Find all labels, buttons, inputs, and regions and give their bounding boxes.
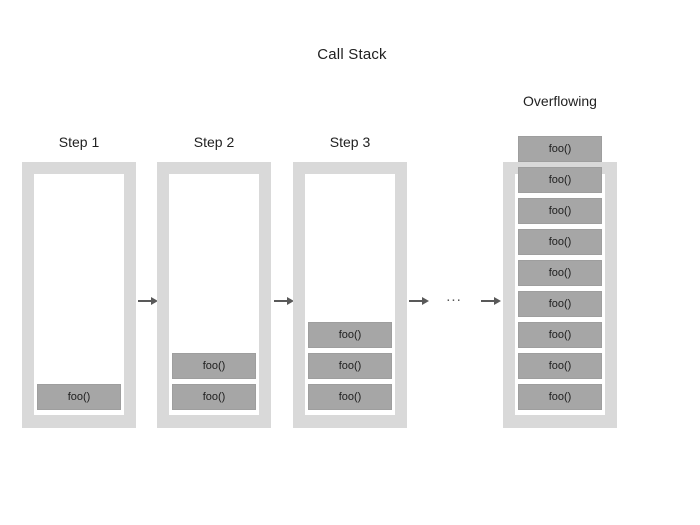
- stack-frame: foo(): [518, 384, 602, 410]
- frame-label: foo(): [548, 298, 572, 310]
- frame-label: foo(): [548, 391, 572, 403]
- stack-container: [157, 162, 271, 428]
- arrow-right-icon: [274, 294, 294, 308]
- frame-label: foo(): [548, 267, 572, 279]
- column-label-overflowing: Overflowing: [523, 93, 597, 109]
- stack-frame: foo(): [172, 384, 256, 410]
- frame-label: foo(): [202, 391, 226, 403]
- stack-frame: foo(): [518, 229, 602, 255]
- stack-frames: foo() foo() foo() foo() foo() foo() foo() foo()…: [503, 0, 617, 525]
- stack-frame: foo(): [518, 291, 602, 317]
- frame-label: foo(): [548, 360, 572, 372]
- stack-frame: foo(): [308, 384, 392, 410]
- stack-frame: foo(): [518, 198, 602, 224]
- column-step-3: Step 3 foo() foo() foo(): [293, 0, 407, 525]
- column-step-2: Step 2 foo() foo(): [157, 0, 271, 525]
- stack-frame: foo(): [308, 353, 392, 379]
- frame-label: foo(): [67, 391, 91, 403]
- diagram-title: Call Stack: [317, 46, 387, 63]
- frame-label: foo(): [338, 391, 362, 403]
- frame-label: foo(): [548, 143, 572, 155]
- stack-frame: foo(): [308, 322, 392, 348]
- column-label-step-1: Step 1: [58, 134, 100, 150]
- frame-label: foo(): [202, 360, 226, 372]
- arrow-right-icon: [481, 294, 501, 308]
- stack-inner: [34, 174, 124, 415]
- stack-frames: foo() foo(): [157, 0, 271, 525]
- stack-frame: foo(): [518, 353, 602, 379]
- frame-label: foo(): [548, 329, 572, 341]
- stack-frames: foo() foo() foo(): [293, 0, 407, 525]
- stack-frame: foo(): [518, 322, 602, 348]
- stack-frames: foo(): [22, 0, 136, 525]
- arrow-right-icon: [409, 294, 429, 308]
- stack-frame: foo(): [518, 167, 602, 193]
- frame-label: foo(): [338, 360, 362, 372]
- column-label-step-3: Step 3: [329, 134, 371, 150]
- frame-label: foo(): [548, 174, 572, 186]
- stack-frame: foo(): [37, 384, 121, 410]
- arrow-right-icon: [138, 294, 158, 308]
- stack-frame: foo(): [172, 353, 256, 379]
- column-label-step-2: Step 2: [193, 134, 235, 150]
- column-overflowing: Overflowing foo()foo()foo()foo()foo()foo…: [503, 0, 617, 525]
- stack-container: [22, 162, 136, 428]
- stack-frame: foo(): [518, 260, 602, 286]
- frame-label: foo(): [548, 236, 572, 248]
- frame-label: foo(): [338, 329, 362, 341]
- ellipsis-label: ...: [446, 288, 462, 305]
- column-step-1: Step 1 foo(): [22, 0, 136, 525]
- frame-label: foo(): [548, 205, 572, 217]
- stack-frame: foo(): [518, 136, 602, 162]
